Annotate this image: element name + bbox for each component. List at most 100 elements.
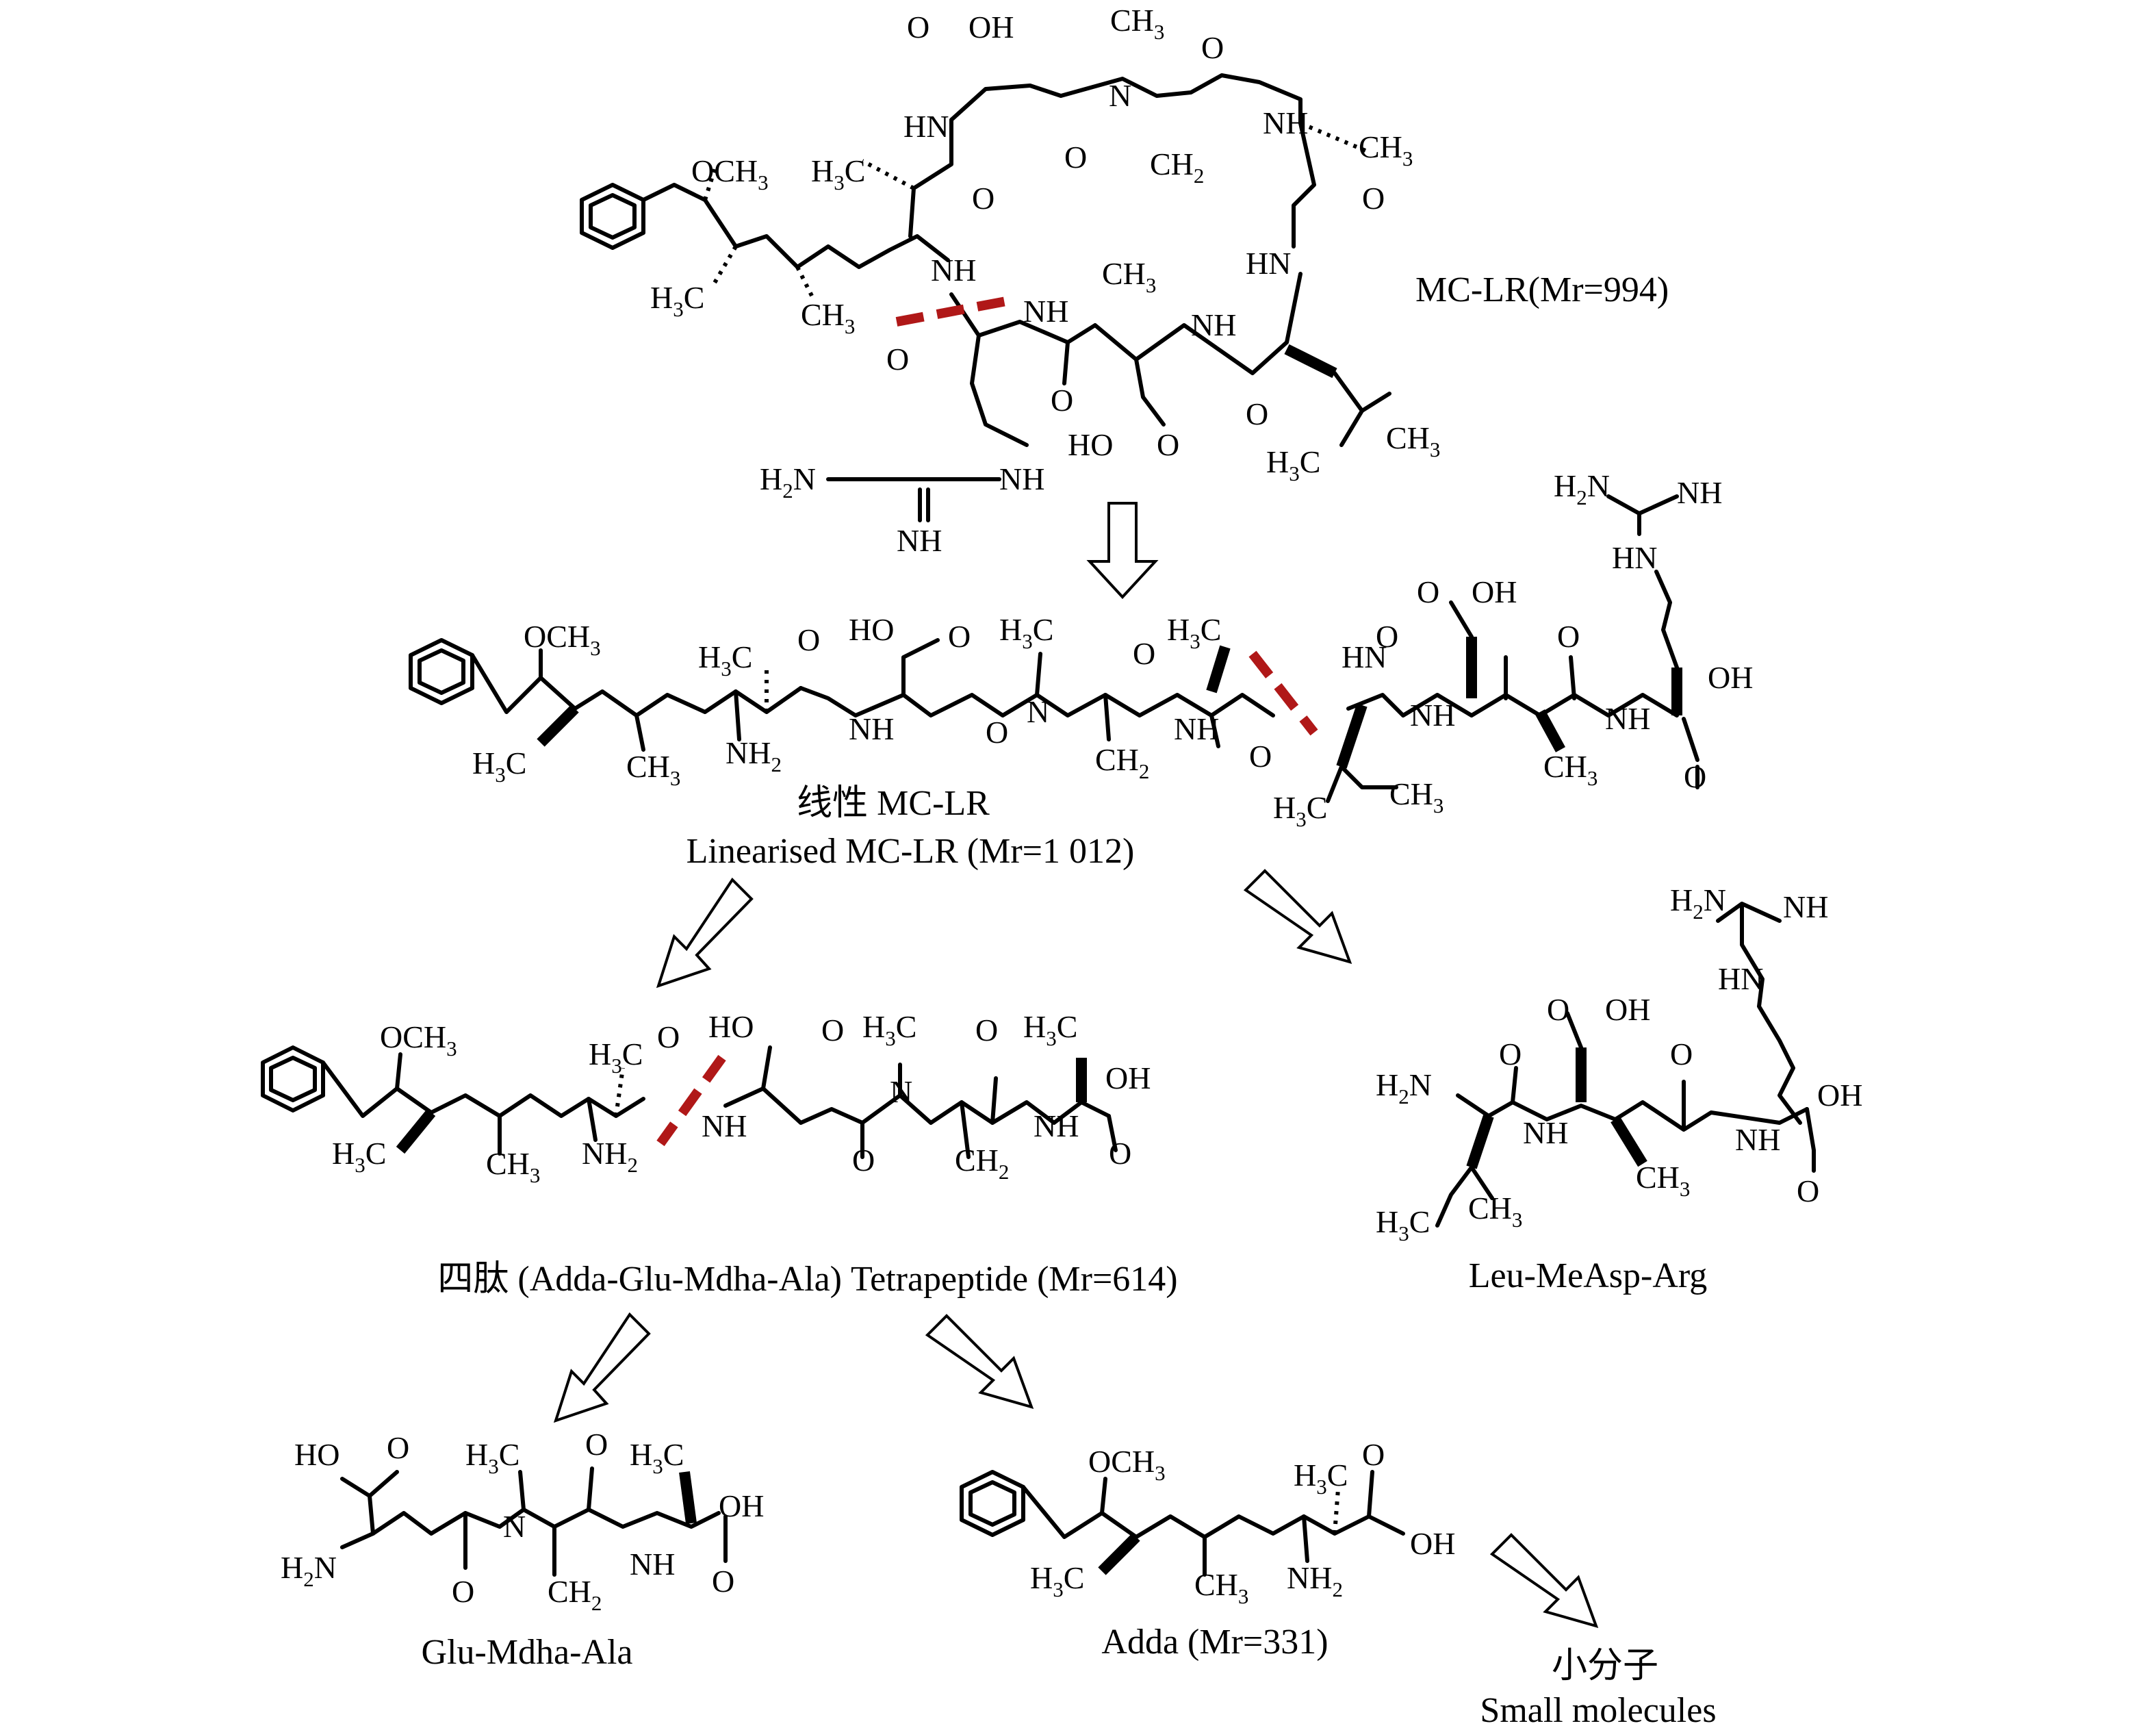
- svg-text:H3C: H3C: [1376, 1204, 1430, 1245]
- mc-lr-structure: O OH CH3 N O HN O CH2 NH CH3 OCH3 H3C O …: [580, 3, 1440, 558]
- svg-text:O: O: [452, 1574, 474, 1609]
- svg-text:OH: OH: [719, 1488, 764, 1523]
- svg-text:H3C: H3C: [332, 1136, 386, 1177]
- cleavage-mark: [895, 296, 1008, 327]
- svg-text:NH: NH: [1605, 701, 1650, 736]
- svg-text:NH: NH: [1735, 1122, 1780, 1157]
- svg-text:O: O: [886, 342, 909, 377]
- leu-measp-arg-label: Leu-MeAsp-Arg: [1469, 1256, 1708, 1295]
- svg-text:CH2: CH2: [1095, 742, 1149, 783]
- svg-text:HO: HO: [1068, 427, 1113, 462]
- arrow-down-right-icon: [1243, 869, 1352, 964]
- benzene-ring: [409, 638, 474, 705]
- svg-text:O: O: [1201, 30, 1224, 65]
- svg-text:H2N: H2N: [1554, 468, 1610, 509]
- svg-text:O: O: [1109, 1136, 1131, 1171]
- svg-text:H3C: H3C: [472, 746, 526, 787]
- svg-text:H3C: H3C: [465, 1437, 519, 1478]
- svg-text:HN: HN: [1342, 639, 1387, 674]
- svg-text:H3C: H3C: [630, 1437, 684, 1478]
- svg-text:O: O: [907, 10, 929, 45]
- cleavage-mark: [1248, 650, 1318, 736]
- svg-text:CH3: CH3: [1636, 1160, 1690, 1201]
- svg-text:N: N: [1027, 694, 1049, 729]
- svg-text:O: O: [1557, 619, 1580, 654]
- svg-text:OH: OH: [1605, 992, 1650, 1027]
- svg-text:N: N: [503, 1509, 526, 1544]
- arrow-down-icon: [1086, 502, 1159, 599]
- svg-text:O: O: [387, 1430, 409, 1465]
- svg-text:O: O: [852, 1143, 875, 1178]
- svg-text:CH3: CH3: [801, 297, 855, 338]
- svg-text:OCH3: OCH3: [1088, 1444, 1166, 1485]
- svg-text:O: O: [972, 181, 994, 216]
- svg-text:H3C: H3C: [1023, 1009, 1077, 1050]
- benzene-ring: [261, 1045, 325, 1113]
- arrow-down-left-icon: [656, 877, 754, 989]
- svg-text:O: O: [1157, 427, 1179, 462]
- svg-text:HO: HO: [849, 612, 894, 647]
- svg-text:NH2: NH2: [726, 735, 782, 776]
- small-molecules-label-cn: 小分子: [1552, 1647, 1658, 1686]
- linearised-mc-lr-label-cn: 线性 MC-LR: [797, 784, 990, 823]
- svg-text:CH2: CH2: [1150, 147, 1204, 188]
- benzene-ring: [960, 1470, 1025, 1537]
- svg-text:NH: NH: [1523, 1115, 1568, 1150]
- svg-text:O: O: [1670, 1037, 1693, 1071]
- svg-text:NH: NH: [897, 523, 942, 558]
- mc-lr-label: MC-LR(Mr=994): [1415, 270, 1669, 309]
- svg-text:OCH3: OCH3: [524, 619, 601, 660]
- svg-text:CH3: CH3: [1468, 1191, 1522, 1232]
- svg-text:OH: OH: [1472, 574, 1517, 609]
- svg-text:NH: NH: [1410, 698, 1455, 733]
- svg-text:NH: NH: [1783, 889, 1828, 924]
- svg-text:NH: NH: [1174, 711, 1219, 746]
- svg-text:O: O: [1051, 383, 1073, 418]
- svg-text:H3C: H3C: [862, 1009, 916, 1050]
- svg-text:CH3: CH3: [1194, 1567, 1248, 1608]
- svg-text:O: O: [1417, 574, 1439, 609]
- svg-text:NH: NH: [1263, 105, 1308, 140]
- svg-text:H3C: H3C: [589, 1037, 643, 1078]
- arrow-down-right-icon: [925, 1314, 1034, 1409]
- tetrapeptide-label: 四肽 (Adda-Glu-Mdha-Ala) Tetrapeptide (Mr=…: [437, 1260, 1177, 1299]
- svg-text:H3C: H3C: [999, 612, 1053, 653]
- cleavage-mark: [656, 1054, 726, 1147]
- svg-text:OCH3: OCH3: [380, 1019, 457, 1060]
- svg-text:OH: OH: [1105, 1060, 1151, 1095]
- linearised-mc-lr-structure: H2N NH HN OCH3 H3C O HO O H3C O H3C HN O…: [409, 468, 1753, 831]
- svg-text:NH2: NH2: [582, 1136, 638, 1177]
- svg-text:NH: NH: [849, 711, 894, 746]
- svg-text:O: O: [1376, 619, 1398, 654]
- svg-text:NH: NH: [931, 253, 976, 288]
- svg-text:O: O: [1797, 1173, 1819, 1208]
- svg-text:OH: OH: [1817, 1078, 1862, 1113]
- svg-text:O: O: [1499, 1037, 1522, 1071]
- linearised-mc-lr-label: Linearised MC-LR (Mr=1 012): [686, 832, 1135, 871]
- svg-text:NH: NH: [1191, 307, 1236, 342]
- svg-text:CH3: CH3: [486, 1146, 540, 1187]
- svg-text:NH: NH: [630, 1547, 675, 1581]
- svg-text:H3C: H3C: [1167, 612, 1221, 653]
- svg-text:OCH3: OCH3: [691, 153, 769, 194]
- svg-text:CH3: CH3: [1386, 420, 1440, 461]
- svg-text:H2N: H2N: [1376, 1067, 1432, 1108]
- svg-text:O: O: [1133, 636, 1155, 671]
- svg-text:CH3: CH3: [1389, 776, 1443, 817]
- arrow-down-left-icon: [553, 1312, 651, 1423]
- svg-text:O: O: [585, 1427, 608, 1462]
- svg-text:H3C: H3C: [650, 280, 704, 321]
- svg-text:CH3: CH3: [1102, 256, 1156, 297]
- svg-text:HN: HN: [1246, 246, 1291, 281]
- svg-text:O: O: [821, 1013, 844, 1047]
- svg-text:O: O: [1249, 739, 1272, 774]
- svg-text:HN: HN: [903, 109, 949, 144]
- benzene-ring: [580, 183, 645, 250]
- svg-text:OH: OH: [1708, 660, 1753, 695]
- adda-label: Adda (Mr=331): [1101, 1623, 1328, 1662]
- svg-text:O: O: [975, 1013, 998, 1047]
- glu-mdha-ala-structure: HO O H3C O H3C N OH H2N NH O CH2 O: [281, 1427, 764, 1615]
- svg-text:O: O: [1246, 396, 1268, 431]
- svg-text:H3C: H3C: [698, 639, 752, 681]
- svg-text:H3C: H3C: [1294, 1458, 1348, 1499]
